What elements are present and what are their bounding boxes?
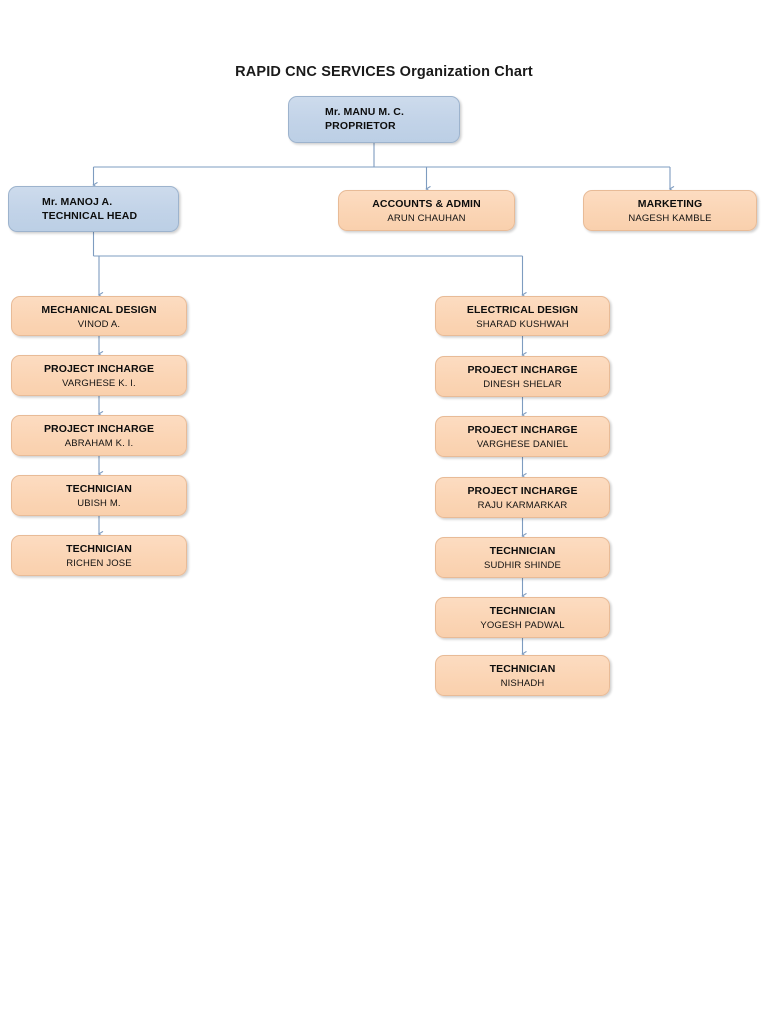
org-node-person: NISHADH bbox=[500, 677, 545, 689]
org-node-person: DINESH SHELAR bbox=[483, 378, 562, 390]
org-node-elec-technician-3[interactable]: TECHNICIAN NISHADH bbox=[435, 655, 610, 696]
org-node-role: PROJECT INCHARGE bbox=[43, 363, 155, 375]
org-node-role: Mr. MANOJ A. bbox=[42, 196, 113, 208]
org-node-person: VINOD A. bbox=[77, 318, 121, 330]
org-node-person: ARUN CHAUHAN bbox=[387, 212, 466, 224]
org-node-role: TECHNICIAN bbox=[489, 663, 556, 675]
org-node-person: PROPRIETOR bbox=[325, 120, 396, 132]
org-node-mech-technician-1[interactable]: TECHNICIAN UBISH M. bbox=[11, 475, 187, 516]
org-node-mech-project-incharge-2[interactable]: PROJECT INCHARGE ABRAHAM K. I. bbox=[11, 415, 187, 456]
org-node-marketing[interactable]: MARKETING NAGESH KAMBLE bbox=[583, 190, 757, 231]
org-node-role: PROJECT INCHARGE bbox=[43, 423, 155, 435]
org-node-elec-technician-1[interactable]: TECHNICIAN SUDHIR SHINDE bbox=[435, 537, 610, 578]
org-node-role: TECHNICIAN bbox=[489, 545, 556, 557]
org-node-person: VARGHESE K. I. bbox=[62, 377, 136, 389]
page-title: RAPID CNC SERVICES Organization Chart bbox=[235, 64, 533, 80]
org-node-proprietor[interactable]: Mr. MANU M. C. PROPRIETOR bbox=[288, 96, 460, 143]
org-node-person: SHARAD KUSHWAH bbox=[476, 318, 569, 330]
org-node-person: UBISH M. bbox=[77, 497, 121, 509]
org-node-role: ELECTRICAL DESIGN bbox=[466, 304, 579, 316]
org-node-person: RICHEN JOSE bbox=[66, 557, 132, 569]
org-node-elec-project-incharge-3[interactable]: PROJECT INCHARGE RAJU KARMARKAR bbox=[435, 477, 610, 518]
org-node-role: PROJECT INCHARGE bbox=[467, 364, 578, 376]
org-node-person: YOGESH PADWAL bbox=[480, 619, 565, 631]
org-node-role: TECHNICIAN bbox=[66, 543, 132, 555]
org-node-role: TECHNICIAN bbox=[66, 483, 132, 495]
org-node-elec-project-incharge-1[interactable]: PROJECT INCHARGE DINESH SHELAR bbox=[435, 356, 610, 397]
org-node-person: SUDHIR SHINDE bbox=[484, 559, 561, 571]
org-node-role: ACCOUNTS & ADMIN bbox=[372, 198, 481, 210]
org-node-role: MARKETING bbox=[637, 198, 703, 210]
org-node-role: Mr. MANU M. C. bbox=[325, 106, 404, 118]
org-node-role: MECHANICAL DESIGN bbox=[41, 304, 157, 316]
org-node-role: TECHNICIAN bbox=[489, 605, 556, 617]
org-node-role: PROJECT INCHARGE bbox=[467, 424, 578, 436]
org-node-role: PROJECT INCHARGE bbox=[467, 485, 578, 497]
org-node-person: VARGHESE DANIEL bbox=[476, 438, 569, 450]
org-node-technical-head[interactable]: Mr. MANOJ A. TECHNICAL HEAD bbox=[8, 186, 179, 232]
org-node-electrical-design[interactable]: ELECTRICAL DESIGN SHARAD KUSHWAH bbox=[435, 296, 610, 336]
org-node-mech-technician-2[interactable]: TECHNICIAN RICHEN JOSE bbox=[11, 535, 187, 576]
org-node-mech-project-incharge-1[interactable]: PROJECT INCHARGE VARGHESE K. I. bbox=[11, 355, 187, 396]
org-node-person: RAJU KARMARKAR bbox=[477, 499, 568, 511]
org-node-person: NAGESH KAMBLE bbox=[628, 212, 712, 224]
org-node-elec-technician-2[interactable]: TECHNICIAN YOGESH PADWAL bbox=[435, 597, 610, 638]
org-node-accounts-admin[interactable]: ACCOUNTS & ADMIN ARUN CHAUHAN bbox=[338, 190, 515, 231]
org-node-person: TECHNICAL HEAD bbox=[42, 210, 138, 222]
org-node-elec-project-incharge-2[interactable]: PROJECT INCHARGE VARGHESE DANIEL bbox=[435, 416, 610, 457]
org-node-mechanical-design[interactable]: MECHANICAL DESIGN VINOD A. bbox=[11, 296, 187, 336]
org-node-person: ABRAHAM K. I. bbox=[64, 437, 134, 449]
